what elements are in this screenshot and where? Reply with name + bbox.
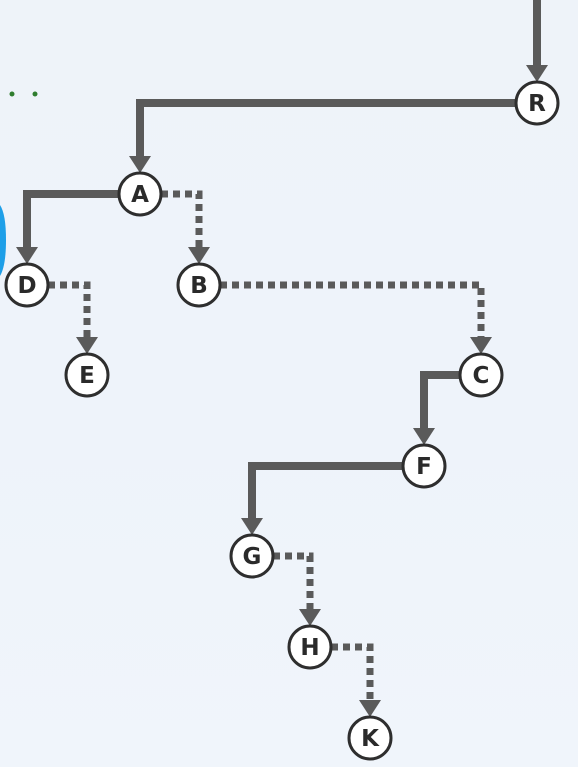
edge-c-f (413, 371, 460, 445)
node-a: A (117, 171, 163, 217)
node-label: G (243, 544, 262, 570)
solid-connector (23, 190, 119, 249)
arrow-down-icon (359, 700, 381, 717)
node-k: K (347, 715, 393, 761)
edges-layer (16, 0, 548, 717)
node-circle (347, 715, 393, 761)
node-label: E (79, 363, 95, 389)
edge-r-a (129, 99, 516, 173)
node-circle (64, 352, 110, 398)
edge-d-e (48, 281, 98, 354)
arrow-down-icon (188, 247, 210, 264)
node-h: H (287, 624, 333, 670)
node-circle (229, 533, 275, 579)
solid-connector (420, 371, 460, 430)
solid-connector (136, 99, 516, 158)
dashed-connector (161, 190, 203, 249)
node-circle (176, 262, 222, 308)
arrow-down-icon (241, 518, 263, 535)
node-circle (117, 171, 163, 217)
node-circle (287, 624, 333, 670)
dashed-connector (220, 281, 485, 339)
edge-b-c (220, 281, 492, 354)
arrow-down-icon (16, 247, 38, 264)
node-r: R (514, 80, 560, 126)
edge-f-g (241, 462, 403, 535)
node-b: B (176, 262, 222, 308)
arrow-down-icon (76, 337, 98, 354)
node-c: C (458, 352, 504, 398)
node-label: D (17, 273, 36, 299)
node-label: C (473, 363, 490, 389)
arrow-down-icon (129, 156, 151, 173)
arrow-down-icon (470, 337, 492, 354)
edge-g-h (273, 552, 321, 626)
arrow-down-icon (413, 428, 435, 445)
edge-a-d (16, 190, 119, 264)
dot-marker (32, 91, 38, 97)
node-circle (4, 262, 50, 308)
dashed-connector (273, 552, 314, 611)
dashed-connector (48, 281, 91, 339)
node-label: R (528, 91, 546, 117)
edge-h-k (331, 643, 381, 717)
arrow-down-icon (299, 609, 321, 626)
arrow-down-icon (526, 65, 548, 82)
solid-connector (248, 462, 403, 520)
node-label: K (361, 726, 380, 752)
node-circle (401, 443, 447, 489)
blue-side-tab (0, 205, 6, 276)
node-circle (514, 80, 560, 126)
node-label: H (300, 635, 319, 661)
dashed-connector (331, 643, 374, 702)
node-g: G (229, 533, 275, 579)
node-label: F (416, 454, 432, 480)
nodes-layer: R A B C D E F G H K (4, 80, 560, 761)
node-e: E (64, 352, 110, 398)
node-label: A (131, 182, 149, 208)
node-d: D (4, 262, 50, 308)
node-label: B (190, 273, 208, 299)
dot-marker (9, 91, 15, 97)
node-circle (458, 352, 504, 398)
edge-incoming-r (526, 0, 548, 82)
edge-a-b (161, 190, 210, 264)
node-f: F (401, 443, 447, 489)
